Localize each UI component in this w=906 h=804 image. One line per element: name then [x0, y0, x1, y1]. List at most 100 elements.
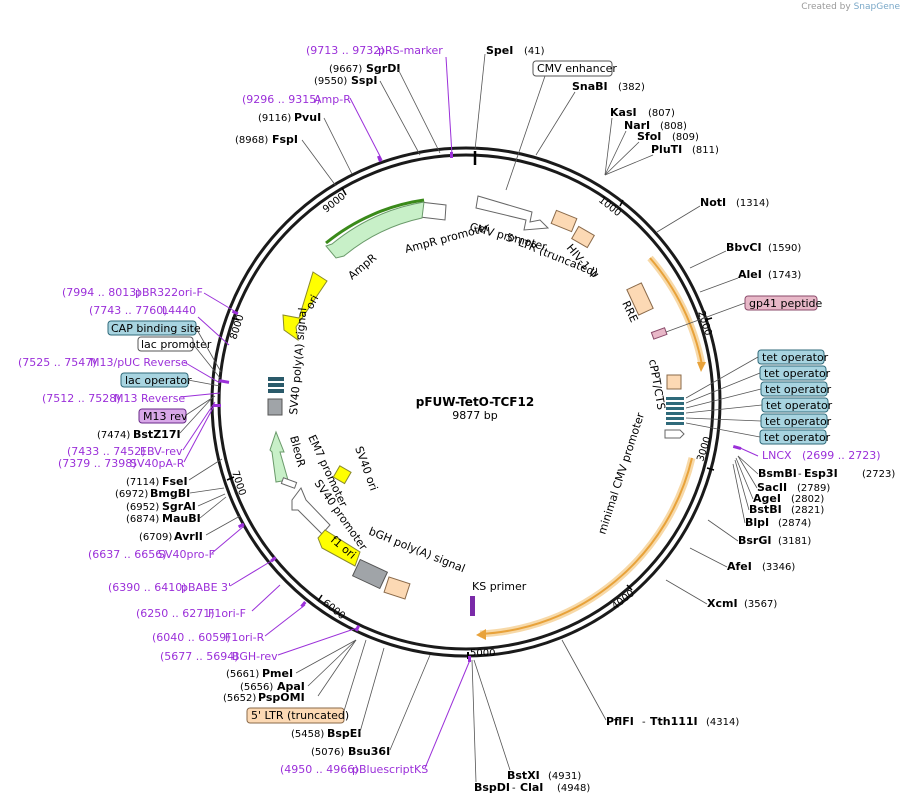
leader-ebv: [182, 401, 216, 451]
site-bstxi-pos: (4931): [548, 771, 581, 782]
leader-pvui: [323, 117, 353, 175]
site-pflfi-name: PflFI: [606, 715, 634, 728]
leader-agei: [735, 457, 754, 500]
site-spei-name: SpeI: [486, 44, 513, 57]
cmv-enhancer-label: CMV enhancer: [537, 62, 617, 75]
site-maubi-name: MauBI: [162, 512, 201, 525]
primer-ebv-name: EBV-rev: [140, 445, 183, 458]
teto-stripe-1: [666, 397, 684, 400]
sv40-ori-label: SV40 ori: [352, 445, 380, 493]
site-fsei-name: FseI: [162, 475, 188, 488]
leaders-maubi-group: [188, 458, 227, 519]
leader-teto-1: [685, 356, 759, 399]
tet-operator-labels: tet operator tet operator tet operator t…: [685, 349, 833, 445]
f1ori-arrow: [317, 529, 361, 567]
leader-sv40prof: [211, 525, 245, 554]
leader-sacii: [737, 455, 758, 489]
primer-m13rev-name: M13 Reverse: [114, 392, 185, 405]
leader-m13rev: [185, 395, 216, 416]
orange-arc-2-halo: [479, 457, 696, 638]
site-bsmbi-pos: (2723): [862, 469, 895, 480]
bgh-label: bGH poly(A) signal: [367, 525, 467, 576]
leader-gp41: [665, 302, 746, 333]
primer-pblue-range: (4950 .. 4966): [280, 763, 359, 776]
credit-prefix: Created by: [801, 2, 851, 12]
leader-bbvci: [689, 250, 727, 269]
site-sfoi-pos: (809): [672, 132, 699, 143]
site-esp3i-name: Esp3I: [804, 467, 838, 480]
site-bspei-pos: (5458): [291, 729, 324, 740]
site-bsmbi-dash: -: [798, 469, 802, 480]
site-nari-pos: (808): [660, 121, 687, 132]
site-sacii-pos: (2789): [797, 483, 830, 494]
leader-fsei: [188, 458, 223, 481]
bleor-arrow: [269, 430, 289, 483]
leader-l4440: [197, 316, 230, 346]
primer-f1orif-range: (6250 .. 6271): [136, 607, 215, 620]
leader-prs: [445, 56, 453, 156]
site-snabi-name: SnaBI: [572, 80, 608, 93]
mark-prs: [450, 152, 453, 158]
leader-blpi: [732, 463, 746, 524]
site-bstz17i-name: BstZ17I: [133, 428, 181, 441]
teto-label-6: tet operator: [764, 431, 831, 444]
minimal-cmv-label: minimal CMV promoter: [595, 411, 647, 536]
primer-pbr-name: pBR322ori-F: [135, 286, 203, 299]
site-bspdi-name: BspDI: [474, 781, 510, 794]
mark-bgh: [354, 624, 361, 632]
site-sspi-pos: (9550): [314, 76, 347, 87]
leader-pbr: [203, 292, 237, 313]
cap-site-label: CAP binding site: [111, 322, 201, 335]
tick-3000: [706, 467, 715, 471]
leader-alei: [699, 277, 739, 293]
gp41-block: [650, 327, 668, 340]
leader-nari: [604, 130, 627, 176]
orange-arc-2-arrowhead: [476, 629, 486, 640]
site-afei-name: AfeI: [727, 560, 752, 573]
primer-marks: [213, 152, 742, 662]
tick-2000: [704, 317, 713, 321]
orange-arc-1-arrowhead: [697, 362, 706, 372]
leader-bspdi: [471, 659, 477, 783]
tick-label-5000: 5000: [470, 648, 495, 659]
site-fspi-name: FspI: [272, 133, 298, 146]
site-bbvci-name: BbvCI: [726, 241, 762, 254]
site-sfoi-name: SfoI: [637, 130, 661, 143]
site-nari-name: NarI: [624, 119, 650, 132]
leader-lncx: [737, 446, 759, 457]
leader-bstbi: [734, 459, 750, 511]
ori-label: ori: [303, 293, 321, 312]
leader-ampr-primer: [349, 97, 383, 161]
site-pmei-name: PmeI: [262, 667, 293, 680]
primer-sv40par-range: (7379 .. 7398): [58, 457, 137, 470]
leader-pspomi: [317, 639, 357, 697]
site-bspei-name: BspEI: [327, 727, 361, 740]
leader-sspi: [379, 80, 421, 156]
leader-snabi: [535, 91, 576, 156]
site-bmgbi-name: BmgBI: [150, 487, 190, 500]
site-xcmi-pos: (3567): [744, 599, 777, 610]
primer-m13rev-range: (7512 .. 7528): [42, 392, 121, 405]
mark-pbabe: [270, 556, 277, 563]
primer-prs-range: (9713 .. 9732): [306, 44, 385, 57]
site-apai-name: ApaI: [277, 680, 305, 693]
site-sgrai-pos: (6952): [126, 502, 159, 513]
primer-ebv-range: (7433 .. 7452): [67, 445, 146, 458]
site-kasi-name: KasI: [610, 106, 637, 119]
teto-label-4: tet operator: [766, 399, 833, 412]
site-bspdi-dash: -: [512, 783, 516, 794]
site-blpi-name: BlpI: [745, 516, 769, 529]
site-sacii-name: SacII: [757, 481, 787, 494]
sv40-promoter-arrow: [291, 487, 331, 535]
tick-4000: [626, 584, 633, 591]
leaders-kasi-group: [604, 117, 654, 176]
site-sspi-name: SspI: [351, 74, 377, 87]
leader-bspei: [359, 647, 385, 733]
site-bstbi-pos: (2821): [791, 505, 824, 516]
site-bbvci-pos: (1590): [768, 243, 801, 254]
primer-m13puc-range: (7525 .. 7547): [18, 356, 97, 369]
teto-stripe-3: [666, 407, 684, 410]
site-agei-pos: (2802): [791, 494, 824, 505]
leader-lac-operator: [187, 379, 221, 387]
primer-sv40par-name: SV40pA-R: [130, 457, 185, 470]
